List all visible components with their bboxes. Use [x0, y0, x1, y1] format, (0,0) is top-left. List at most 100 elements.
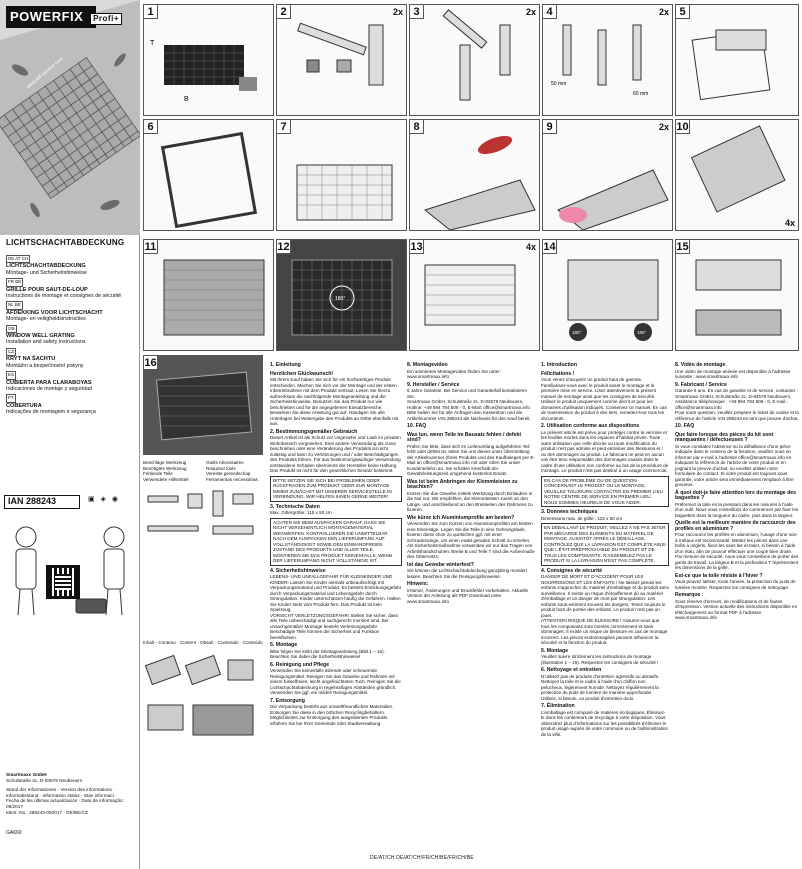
paragraph: DANGER DE MORT ET D'ACCIDENT POUR LES NO… — [541, 574, 669, 618]
figure-11: 11 — [143, 239, 274, 351]
section-heading: 5. Montage — [541, 647, 569, 654]
figure-13-drawing — [424, 264, 516, 326]
figure-7-drawing — [296, 164, 393, 221]
faq-answer: Verwenden Sie zum Kürzen von Aluminiumpr… — [407, 521, 535, 559]
figure-number: 4 — [543, 5, 557, 19]
mascot-illustration — [15, 526, 125, 616]
section-heading: 4. Consignes de sécurité — [541, 567, 603, 574]
figure-6-drawing — [160, 131, 258, 229]
lang-sub: Indicações de montagem e segurança — [6, 409, 96, 416]
figure-multiplier: 4x — [525, 242, 536, 252]
faq-answer: Sie können die Lichtschachtabdeckung gan… — [407, 568, 528, 579]
lang-sub: Installation and safety instructions — [6, 339, 86, 346]
faq-answer: Pour raccourcir les profilés en aluminiu… — [675, 532, 799, 570]
legend-item: Vereiste gereedschap — [206, 471, 251, 477]
paragraph: Die Verpackung besteht aus umweltfreundl… — [270, 704, 394, 726]
figure-5-drawing — [691, 29, 771, 101]
figure-number: 5 — [676, 5, 690, 19]
faq-question: Quelle est la meilleure manière de racco… — [675, 520, 796, 532]
figure-3-drawing — [442, 9, 511, 101]
figure-number: 11 — [144, 240, 158, 254]
rotation-label: 180° — [335, 296, 345, 302]
warning-box: ACHTEN SIE BEIM AUSPACKEN DARAUF, DASS S… — [270, 517, 402, 566]
svg-text:T: T — [150, 40, 155, 47]
section-heading: Hinweis: — [407, 581, 429, 587]
figure-9-drawing — [557, 169, 669, 230]
figure-number: 2 — [277, 5, 291, 19]
parts-illustration — [144, 654, 254, 736]
flag-badge: NL BE — [6, 301, 23, 310]
faq-question: Ist das Gewebe winterfest? — [407, 561, 474, 568]
paragraph: 5 Jahre Garantie. Bei Service und Garant… — [407, 388, 528, 399]
paragraph: N'utilisez pas de produits d'entretien a… — [541, 673, 660, 701]
figure-2: 2 2x — [276, 4, 407, 116]
content-legend: Inhalt · Contenu · Content · Obsah · Con… — [143, 640, 263, 751]
section-heading: 3. Données techniques — [541, 509, 598, 515]
section-heading: 4. Sicherheitshinweise — [270, 567, 326, 574]
legend-item: Contenu — [158, 640, 176, 645]
figure-number: 16 — [144, 356, 158, 370]
figure-multiplier: 2x — [392, 7, 403, 17]
paragraph: L'emballage est composé de matières écol… — [541, 709, 669, 737]
tools-legend: Beschläge Werkzeug Benötigtes Werkzeug F… — [143, 460, 263, 618]
lang-title: WINDOW WELL GRATING — [6, 333, 75, 340]
section-heading: Herzlichen Glückwunsch! — [270, 370, 334, 377]
paragraph: Dieser Artikel ist als Schutz vor Ungezi… — [270, 435, 401, 473]
paragraph: Smartmaxx GmbH, Schulstraße 2c, D-83579 … — [407, 399, 530, 410]
faq-question: Est-ce que la toile résiste à l'hiver ? — [675, 572, 763, 579]
figure-2-drawing — [297, 22, 384, 86]
lang-title: LICHTSCHACHTABDECKUNG — [6, 263, 86, 270]
paragraph: Le présent article est prévu pour protég… — [541, 429, 669, 474]
figure-12: 12 180° — [276, 239, 407, 351]
faq-answer: Préformez la toile en la pressant dans l… — [675, 501, 799, 518]
section-heading: 2. Utilisation conforme aux dispositions — [541, 423, 640, 429]
brand-sub: Profi+ — [90, 13, 122, 25]
document-code: GA660 — [6, 830, 22, 836]
lang-sub: Indicaciones de montaje y seguridad — [6, 385, 92, 392]
page-footer: DE/AT/CH DE/AT/CH/FR/CH/BE/FR/CH/BE — [370, 855, 474, 861]
de-column-1: 1. Einleitung Herzlichen Glückwunsch! Mi… — [270, 360, 402, 726]
imprint-line: Ident.-No.: 288243-092017 - DE/BE/CZ — [6, 809, 88, 815]
figure-number: 14 — [543, 240, 557, 254]
lang-title: AFDEKKING VOOR LICHTSCHACHT — [6, 309, 103, 316]
figure-15: 15 — [675, 239, 799, 351]
legend-item: Obsah — [200, 640, 214, 645]
figure-number: 6 — [144, 120, 158, 134]
paragraph: Bitte folgen Sie strikt der Montageanlei… — [270, 648, 385, 660]
paragraph: LEBENS- UND UNFALLGEFAHR FÜR KLEINKINDER… — [270, 574, 402, 612]
figure-8-drawing — [423, 135, 536, 230]
figure-number: 15 — [676, 240, 690, 254]
figure-16-drawing — [156, 371, 252, 441]
faq-answer: Kürzen Sie das Gewebe mittels Werkzeug d… — [407, 490, 533, 513]
figure-8: 8 — [409, 119, 540, 231]
paragraph: Verwenden Sie keinesfalls ätzende oder s… — [270, 668, 401, 695]
faq-answer: Si vous constatez l'absence ou la défail… — [675, 443, 794, 488]
lang-title: KRYT NA ŠACHTU — [6, 356, 56, 363]
section-heading: 5. Montage — [270, 642, 298, 648]
brand-logo: POWERFIX Profi+ — [6, 6, 122, 28]
imprint-line: Informatiestand · Information status · S… — [6, 792, 117, 798]
legend-item: Fehlende Teile — [143, 471, 173, 477]
qr-code[interactable] — [46, 565, 80, 599]
company-name: Smartmaxx GmbH — [6, 772, 47, 777]
paragraph: VORSICHT VERLETZUNGSGEFAHR! Stellen Sie … — [270, 612, 398, 640]
figure-number: 9 — [543, 120, 557, 134]
paragraph: ATTENTION RISQUE DE BLESSURE ! Assurez-v… — [541, 618, 668, 645]
section-heading: 8. Vidéo de montage — [675, 362, 726, 368]
legend-item: Content — [179, 640, 196, 645]
paragraph: Pour toute question, veuillez préparer l… — [675, 410, 799, 421]
flag-badge: GB — [6, 324, 17, 334]
section-heading: 6. Nettoyage et entretien — [541, 667, 602, 673]
section-heading: 10. FAQ — [675, 423, 695, 429]
paragraph: Une vidéo de montage animée est disponib… — [675, 368, 791, 380]
figure-11-drawing — [163, 259, 265, 336]
section-heading: 7. Élimination — [541, 703, 575, 709]
faq-answer: Vous pouvez laisser, toute l'année, la p… — [675, 579, 796, 590]
